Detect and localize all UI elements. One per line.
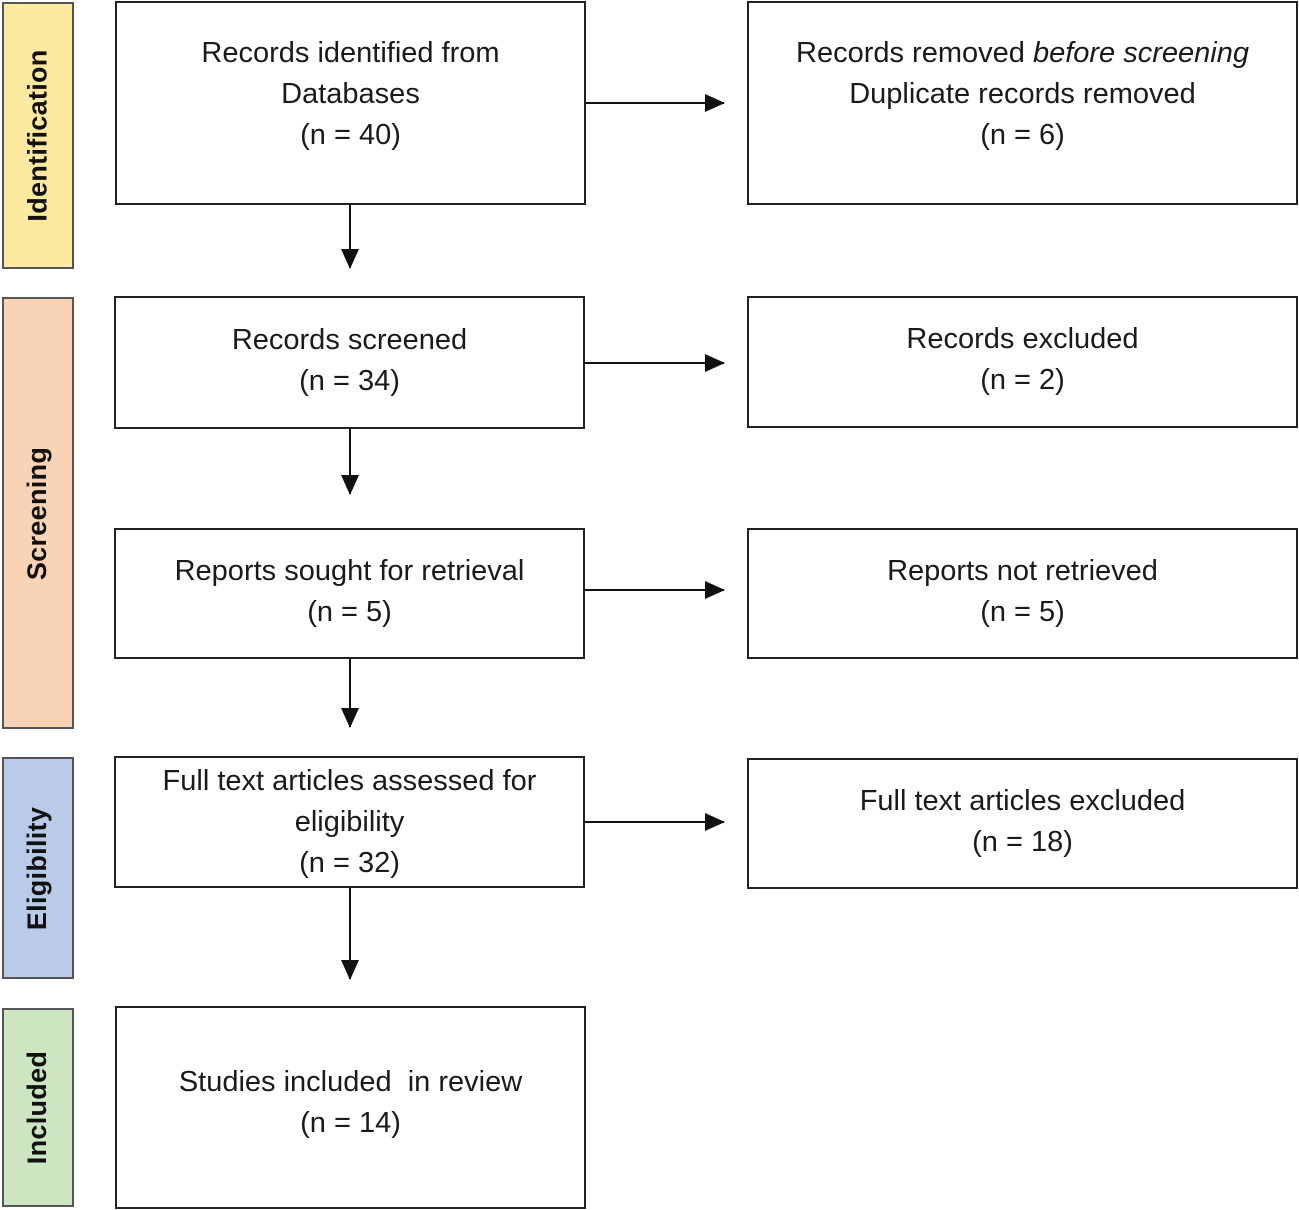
full-text-excluded-count: (n = 18) — [972, 825, 1073, 858]
full-text-assessed-label-2: eligibility — [294, 805, 405, 838]
records-identified-box: Records identified from Databases (n = 4… — [115, 1, 586, 205]
records-identified-count: (n = 40) — [300, 118, 401, 151]
phase-identification: Identification — [2, 2, 74, 269]
phase-screening: Screening — [2, 297, 74, 729]
records-removed-count: (n = 6) — [980, 118, 1065, 151]
duplicate-records-label: Duplicate records removed — [849, 77, 1196, 110]
records-identified-source: Databases — [281, 77, 420, 110]
phase-included: Included — [2, 1008, 74, 1207]
records-identified-label: Records identified from — [201, 36, 500, 69]
records-screened-count: (n = 34) — [299, 364, 400, 397]
records-screened-label: Records screened — [231, 323, 468, 356]
records-removed-label: Records removed before screening — [796, 33, 1249, 74]
full-text-assessed-count: (n = 32) — [299, 846, 400, 879]
reports-not-retrieved-label: Reports not retrieved — [887, 554, 1158, 587]
records-removed-box: Records removed before screening Duplica… — [747, 1, 1298, 205]
phase-eligibility: Eligibility — [2, 757, 74, 979]
reports-sought-label: Reports sought for retrieval — [174, 554, 525, 587]
studies-included-box: Studies included in review (n = 14) — [115, 1006, 586, 1209]
records-excluded-box: Records excluded (n = 2) — [747, 296, 1298, 428]
reports-not-retrieved-box: Reports not retrieved (n = 5) — [747, 528, 1298, 659]
records-removed-label-prefix: Records removed — [796, 36, 1033, 69]
full-text-excluded-box: Full text articles excluded (n = 18) — [747, 758, 1298, 889]
reports-sought-count: (n = 5) — [307, 595, 392, 628]
records-screened-box: Records screened (n = 34) — [114, 296, 585, 429]
reports-sought-box: Reports sought for retrieval (n = 5) — [114, 528, 585, 659]
full-text-assessed-label: Full text articles assessed for — [162, 764, 537, 797]
records-removed-label-italic: before screening — [1032, 36, 1249, 69]
records-excluded-label: Records excluded — [906, 323, 1139, 355]
studies-included-label: Studies included in review — [178, 1065, 523, 1098]
records-excluded-count: (n = 2) — [980, 364, 1065, 396]
reports-not-retrieved-count: (n = 5) — [980, 595, 1065, 628]
full-text-assessed-box: Full text articles assessed for eligibil… — [114, 756, 585, 888]
full-text-excluded-label: Full text articles excluded — [859, 784, 1186, 817]
studies-included-count: (n = 14) — [300, 1106, 401, 1139]
